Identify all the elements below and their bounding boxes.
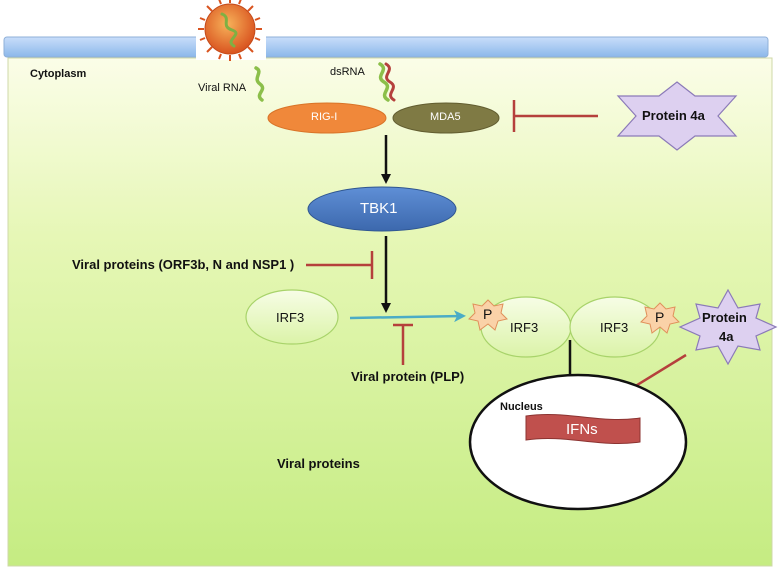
- nucleus: [468, 373, 688, 511]
- viral-rna-label: Viral RNA: [198, 82, 247, 94]
- ifns-label: IFNs: [566, 421, 598, 438]
- cell-membrane: [3, 36, 769, 58]
- tbk1-node: [307, 186, 457, 232]
- protein-4a-top-star: [616, 81, 738, 151]
- protein-4a-right-line1: Protein: [702, 310, 747, 325]
- irf3-left-label: IRF3: [510, 320, 539, 335]
- phosphorylation-arrow: [349, 310, 466, 323]
- ifns-ribbon: [525, 413, 641, 445]
- virus-icon: [198, 0, 262, 61]
- irf3-single-node: [245, 289, 339, 345]
- nucleus-label: Nucleus: [500, 401, 543, 413]
- inhibit-tbk1-path: [306, 251, 374, 279]
- dsrna-label: dsRNA: [330, 66, 365, 78]
- phospho-left-label: P: [483, 306, 493, 322]
- protein-4a-right-line2: 4a: [719, 329, 734, 344]
- dsrna-strand: [378, 62, 396, 102]
- viral-proteins-label: Viral proteins: [277, 456, 360, 471]
- irf3-single-label: IRF3: [276, 310, 305, 325]
- protein-4a-right-star: [678, 288, 778, 366]
- protein-4a-top-label: Protein 4a: [642, 108, 705, 123]
- phospho-left-star: [468, 299, 508, 331]
- phospho-right-star: [640, 302, 680, 334]
- viral-proteins-orf-label: Viral proteins (ORF3b, N and NSP1 ): [72, 257, 295, 272]
- cytoplasm-label: Cytoplasm: [30, 68, 87, 80]
- mda5-node: [392, 102, 500, 134]
- inhibit-mda5: [512, 100, 598, 132]
- inhibit-plp: [393, 323, 413, 365]
- viral-protein-plp-label: Viral protein (PLP): [351, 369, 465, 384]
- irf3-right-label: IRF3: [600, 320, 629, 335]
- viral-rna-strand: [254, 66, 265, 102]
- phospho-right-label: P: [655, 309, 665, 325]
- rig-i-node: [267, 102, 387, 134]
- mda5-label: MDA5: [430, 111, 461, 123]
- rig-i-label: RIG-I: [311, 111, 338, 123]
- tbk1-label: TBK1: [360, 200, 398, 217]
